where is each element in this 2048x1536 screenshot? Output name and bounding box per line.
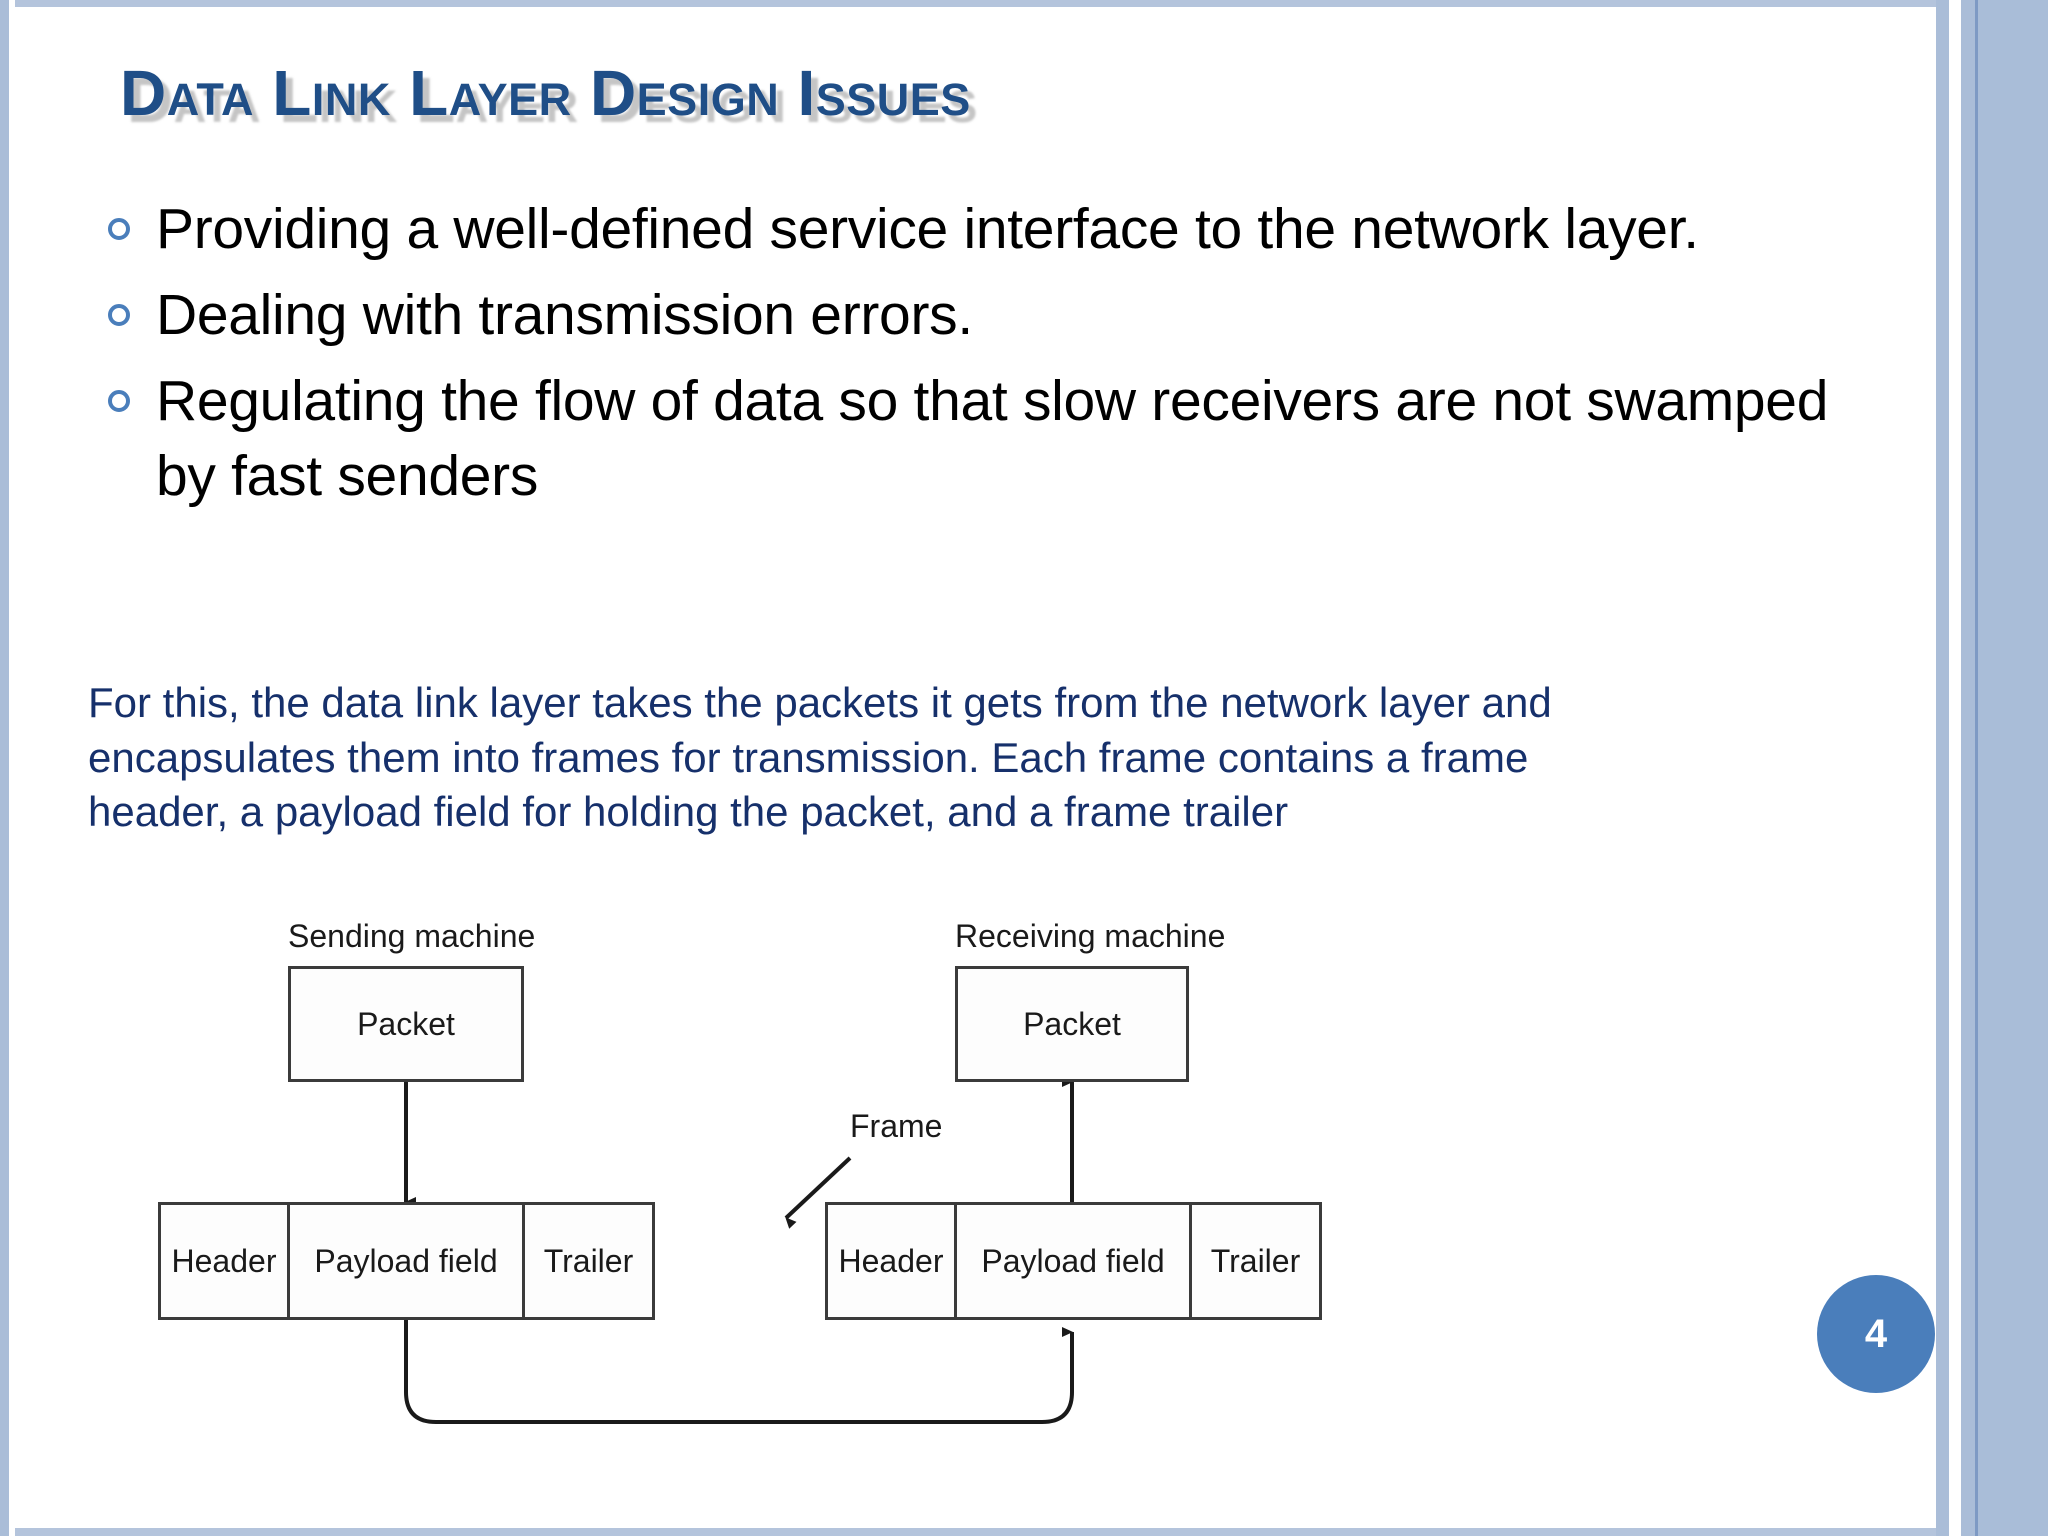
body-paragraph: For this, the data link layer takes the … — [88, 676, 1948, 840]
bottom-border-bar — [0, 1528, 2048, 1536]
list-item-label: Dealing with transmission errors. — [156, 282, 973, 347]
list-item-label: Providing a well-defined service interfa… — [156, 197, 1699, 261]
hollow-circle-bullet-icon — [108, 303, 130, 326]
sending-frame-trailer-cell: Trailer — [522, 1202, 655, 1320]
receiving-packet-box: Packet — [955, 966, 1189, 1082]
receiving-machine-label: Receiving machine — [955, 918, 1226, 954]
list-item: Dealing with transmission errors. — [108, 278, 1898, 354]
sending-frame-payload-cell: Payload field — [287, 1202, 525, 1320]
list-item: Regulating the flow of data so that slow… — [108, 364, 1898, 516]
sending-frame-header-cell: Header — [158, 1202, 290, 1320]
list-item: Providing a well-defined service interfa… — [108, 192, 1898, 268]
list-item-label: Regulating the flow of data so that slow… — [156, 368, 1829, 509]
paragraph-line-1: For this, the data link layer takes the … — [88, 679, 1552, 726]
paragraph-line-3: header, a payload field for holding the … — [88, 788, 1289, 836]
left-border-bar — [0, 0, 9, 1536]
sending-machine-label: Sending machine — [288, 918, 536, 954]
sending-packet-box: Packet — [288, 966, 524, 1082]
page-number-badge: 4 — [1817, 1275, 1935, 1393]
receiving-frame-payload-cell: Payload field — [954, 1202, 1192, 1320]
page-title: Data Link Layer Design Issues — [120, 57, 971, 129]
right-border-band-b — [1961, 0, 1975, 1536]
bullet-list: Providing a well-defined service interfa… — [108, 192, 1898, 525]
frame-callout-label: Frame — [850, 1108, 943, 1144]
left-border-gap — [9, 0, 15, 1536]
right-border-panel — [1978, 0, 2048, 1536]
receiving-frame-header-cell: Header — [825, 1202, 957, 1320]
hollow-circle-bullet-icon — [108, 218, 130, 240]
top-border-bar — [0, 0, 2048, 7]
paragraph-line-2: encapsulates them into frames for transm… — [88, 733, 1529, 781]
receiving-frame-trailer-cell: Trailer — [1189, 1202, 1322, 1320]
diagram-connectors — [404, 1077, 1074, 1424]
right-border-hairline — [1974, 0, 1978, 1536]
right-border-gap — [1949, 0, 1961, 1536]
frame-encapsulation-diagram: Sending machine Packet Header Payload fi… — [150, 918, 1750, 1470]
right-border-band-a — [1936, 0, 1949, 1536]
hollow-circle-bullet-icon — [108, 389, 130, 412]
